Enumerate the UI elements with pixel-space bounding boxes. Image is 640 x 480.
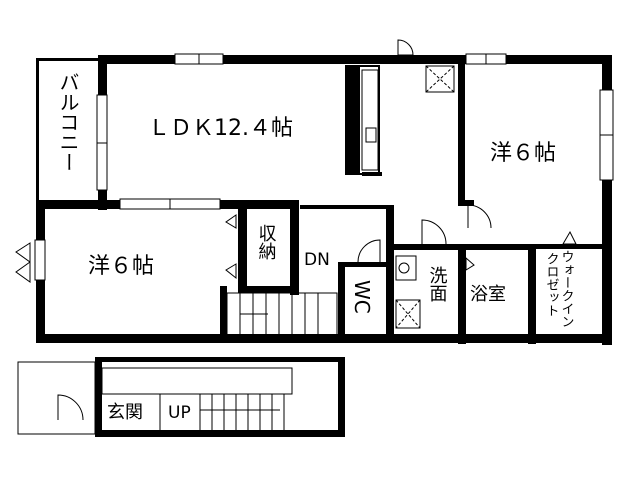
interior-walls <box>220 55 610 344</box>
wash-basin <box>395 255 421 329</box>
walk-in-closet-label-2: クロゼット <box>544 252 560 317</box>
upper-stairs <box>226 292 338 336</box>
west-room-label: 洋６帖 <box>88 254 154 279</box>
ldk-label: ＬＤＫ12.４帖 <box>148 116 293 141</box>
doors <box>15 39 577 421</box>
walk-in-closet-label-1: ウォークイン <box>559 250 574 328</box>
lower-stairs <box>200 394 285 430</box>
east-room-label: 洋６帖 <box>490 141 556 166</box>
entrance-outline <box>17 361 293 435</box>
washroom-label: 洗面 <box>427 266 448 302</box>
kitchen-counter <box>345 65 455 176</box>
balcony-label: バルコニー <box>56 72 80 172</box>
windows <box>34 53 614 281</box>
entrance-label: 玄関 <box>107 402 143 423</box>
up-label: UP <box>168 403 191 423</box>
storage-label: 収納 <box>256 224 277 260</box>
entrance-walls <box>95 357 345 437</box>
bathroom-label: 浴室 <box>470 284 506 305</box>
wc-label: WC <box>350 280 374 314</box>
down-label: DN <box>304 250 330 270</box>
